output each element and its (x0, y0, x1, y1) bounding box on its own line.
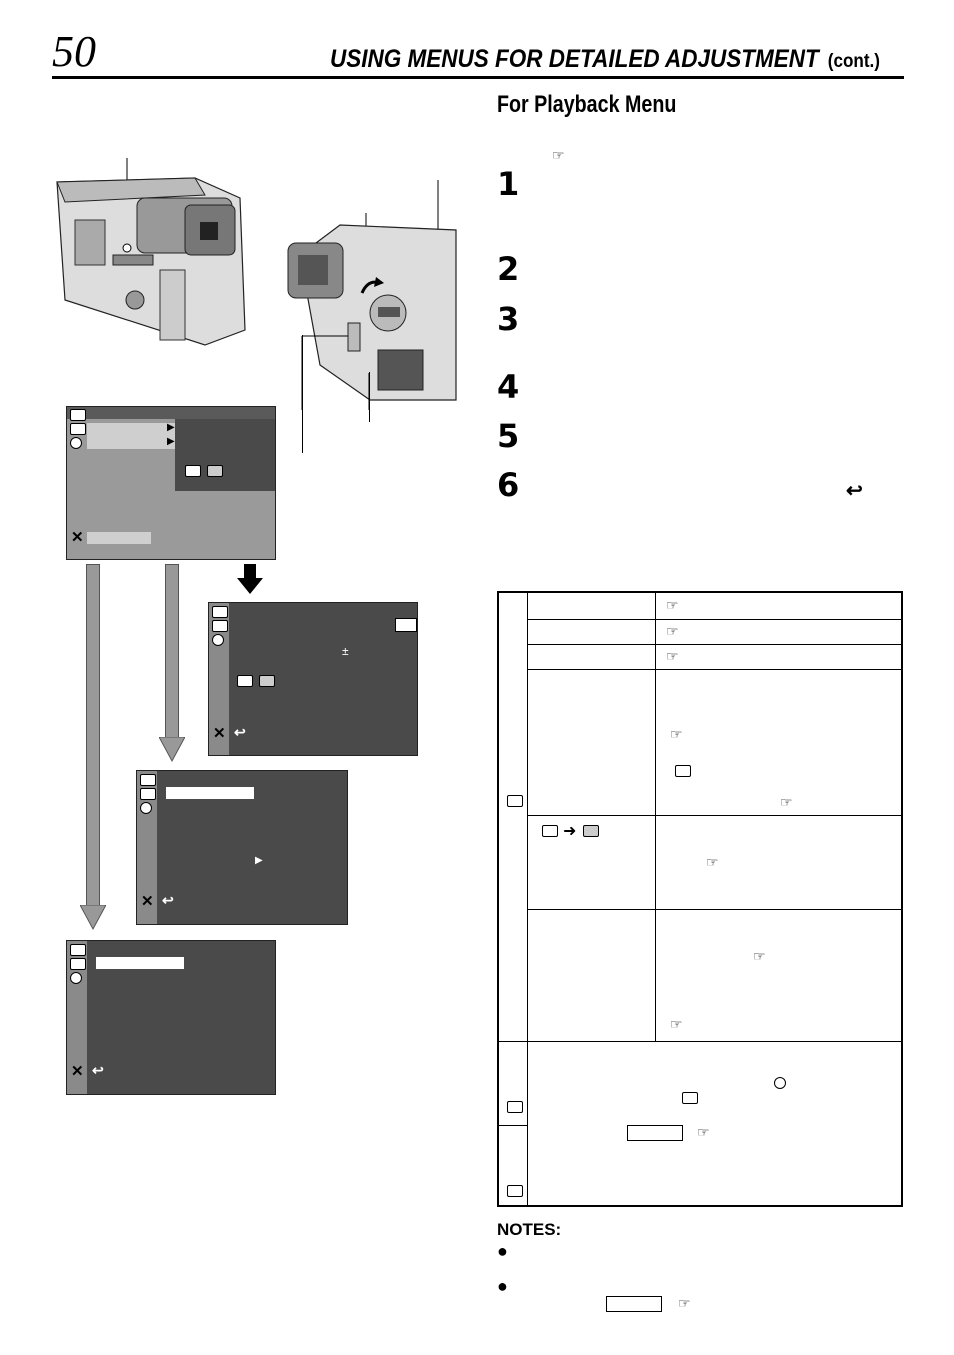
submenu-panel (175, 419, 275, 491)
step-number: 6 (497, 466, 520, 504)
close-icon: ✕ (213, 725, 226, 742)
ref-pointer-icon: ☞ (780, 794, 793, 810)
return-icon: ↩ (92, 1062, 104, 1078)
table-divider (499, 1041, 903, 1042)
notes-title: NOTES: (497, 1220, 562, 1239)
tape-icon (212, 606, 228, 618)
memory-card-icon (259, 675, 275, 687)
submenu-arrow-icon: ▶ (255, 855, 263, 866)
table-divider (527, 644, 903, 645)
clock-icon (70, 437, 82, 449)
camera-icon (507, 1101, 523, 1113)
memory-card-icon (207, 465, 223, 477)
page-number: 50 (52, 27, 96, 76)
arrow-down-black (237, 564, 263, 594)
tape-icon (507, 795, 523, 807)
arrow-right-icon: ➜ (563, 823, 577, 840)
submenu-arrow-icon: ▶ (167, 422, 175, 433)
table-divider (527, 593, 528, 1041)
return-icon: ↩ (234, 724, 246, 740)
reference-table: ☞ ☞ ☞ ☞ ☞ ➜ ☞ ☞ ☞ ☞ (497, 591, 903, 1207)
clock-icon (212, 634, 224, 646)
ref-pointer-icon: ☞ (706, 854, 719, 870)
clock-icon (774, 1077, 786, 1089)
header-title: USING MENUS FOR DETAILED ADJUSTMENT (cont… (330, 44, 880, 77)
camera-icon (140, 788, 156, 800)
callout-line (369, 372, 370, 422)
arrow-down-head (159, 737, 185, 763)
bullet: ● (497, 1276, 508, 1296)
tape-icon (185, 465, 201, 477)
clock-icon (70, 972, 82, 984)
menu-screen-main: ▶ ▶ ✕ (66, 406, 276, 560)
menu-screen-clock: ✕ ↩ (66, 940, 276, 1095)
table-divider (655, 593, 656, 1041)
volume-bar-icon (395, 618, 417, 632)
plus-minus-sign: ± (342, 644, 349, 658)
ref-pointer-icon: ☞ (666, 597, 679, 613)
table-divider (499, 1125, 527, 1126)
close-icon: ✕ (71, 1063, 84, 1080)
header-title-text: USING MENUS FOR DETAILED ADJUSTMENT (330, 45, 819, 73)
menu-highlight (87, 532, 151, 544)
menu-screen-playback: ± ✕ ↩ (208, 602, 418, 756)
ref-pointer-icon: ☞ (666, 623, 679, 639)
step-number: 1 (497, 165, 520, 203)
table-divider (527, 1041, 528, 1207)
ref-pointer-icon: ☞ (753, 948, 766, 964)
tape-icon (542, 825, 558, 837)
menu-highlight (96, 957, 184, 969)
menu-row (67, 407, 275, 419)
camera-icon (682, 1092, 698, 1104)
clock-icon (140, 802, 152, 814)
section-title: For Playback Menu (497, 91, 677, 118)
tape-icon (70, 944, 86, 956)
header-rule (52, 76, 904, 79)
ref-pointer-icon: ☞ (678, 1295, 691, 1311)
ref-pointer-icon: ☞ (697, 1124, 710, 1140)
camcorder-illustration-right (287, 180, 457, 410)
return-icon: ↩ (162, 892, 174, 908)
close-icon: ✕ (141, 893, 154, 910)
menu-highlight (166, 787, 254, 799)
button-box (627, 1125, 683, 1141)
header-cont: (cont.) (827, 51, 881, 72)
step-number: 3 (497, 300, 520, 338)
bullet: ● (497, 1241, 508, 1261)
step-number: 5 (497, 417, 520, 455)
arrow-down-head (80, 905, 106, 931)
camera-icon (70, 423, 86, 435)
arrow-down (165, 564, 179, 741)
return-icon: ↩ (846, 480, 863, 502)
table-divider (527, 909, 903, 910)
tape-icon (70, 409, 86, 421)
table-divider (527, 815, 903, 816)
step-number: 4 (497, 368, 520, 406)
tape-icon (140, 774, 156, 786)
camera-icon (212, 620, 228, 632)
ref-pointer-icon: ☞ (666, 648, 679, 664)
close-icon: ✕ (71, 529, 84, 546)
tape-icon (237, 675, 253, 687)
ref-pointer-icon: ☞ (552, 147, 565, 163)
arrow-down (86, 564, 100, 911)
step-number: 2 (497, 250, 520, 288)
clock-icon (507, 1185, 523, 1197)
table-divider (527, 619, 903, 620)
menu-highlight (87, 423, 175, 449)
memory-card-icon (583, 825, 599, 837)
ref-pointer-icon: ☞ (670, 1016, 683, 1032)
camcorder-illustration-left (56, 158, 246, 346)
callout-line (302, 335, 303, 453)
button-box (606, 1296, 662, 1312)
ref-pointer-icon: ☞ (670, 726, 683, 742)
menu-screen-camera: ▶ ✕ ↩ (136, 770, 348, 925)
submenu-arrow-icon: ▶ (167, 436, 175, 447)
tape-icon (675, 765, 691, 777)
table-divider (527, 669, 903, 670)
camera-icon (70, 958, 86, 970)
